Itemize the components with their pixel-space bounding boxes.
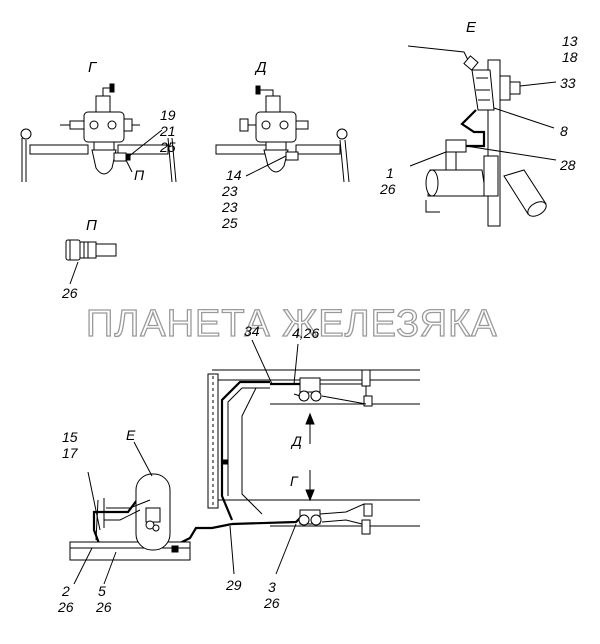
main-vertical-pipe: [220, 380, 270, 521]
callout-main-29: 29: [225, 577, 242, 593]
callout-e-18: 18: [562, 49, 578, 65]
callout-main-34: 34: [244, 323, 260, 339]
callout-main-3: 3: [268, 579, 276, 595]
callout-main-17: 17: [62, 445, 79, 461]
view-d-title: Д: [254, 59, 267, 76]
view-e-tee: [445, 139, 467, 153]
callout-g-p: П: [134, 167, 145, 183]
callout-g-25: 25: [159, 139, 176, 155]
callout-main-5: 5: [98, 583, 106, 599]
callout-main-2: 2: [61, 583, 70, 599]
callout-e-1: 1: [386, 165, 394, 181]
callout-g-21: 21: [159, 123, 176, 139]
view-e-title: Е: [466, 19, 477, 36]
view-g-left-eye: [20, 128, 32, 140]
view-d-valve-assembly: Д 14 23 23 25: [215, 59, 350, 231]
tank-valve: [145, 507, 161, 523]
callout-d-23b: 23: [221, 199, 238, 215]
top-valve: [299, 377, 321, 393]
callout-e-26: 26: [379, 181, 396, 197]
callout-e-8: 8: [560, 123, 568, 139]
callout-e-33: 33: [560, 75, 576, 91]
view-e-tank-assembly: Е 13 18 33 8 28 1 26: [379, 19, 578, 227]
callout-main-e: Е: [126, 427, 136, 443]
callout-e-13: 13: [562, 33, 578, 49]
callout-e-28: 28: [559, 157, 576, 173]
callout-main-d: Д: [290, 433, 302, 449]
callout-main-26b: 26: [95, 599, 112, 615]
callout-p-26: 26: [61, 285, 78, 301]
callout-d-25: 25: [221, 215, 238, 231]
callout-main-26a: 26: [57, 599, 74, 615]
callout-main-g: Г: [290, 473, 299, 489]
callout-main-15: 15: [62, 429, 78, 445]
view-g-bowl: [91, 149, 117, 175]
callout-g-19: 19: [160, 107, 176, 123]
main-piping-assembly: Д Г Е 34 4,26 15 17 2 26 5 26 29 3: [57, 323, 420, 615]
watermark: ПЛАНЕТА ЖЕЛЕЗЯКА: [86, 303, 498, 345]
callout-d-14: 14: [226, 167, 242, 183]
callout-main-4-26: 4,26: [292, 325, 319, 341]
view-p-title: П: [86, 217, 97, 234]
view-g-title: Г: [88, 59, 98, 76]
view-g-valve-assembly: Г 19 21 25 П: [20, 59, 177, 183]
view-p-fitting-detail: П 26: [61, 217, 117, 301]
callout-main-26c: 26: [263, 595, 280, 611]
callout-d-23a: 23: [221, 183, 238, 199]
